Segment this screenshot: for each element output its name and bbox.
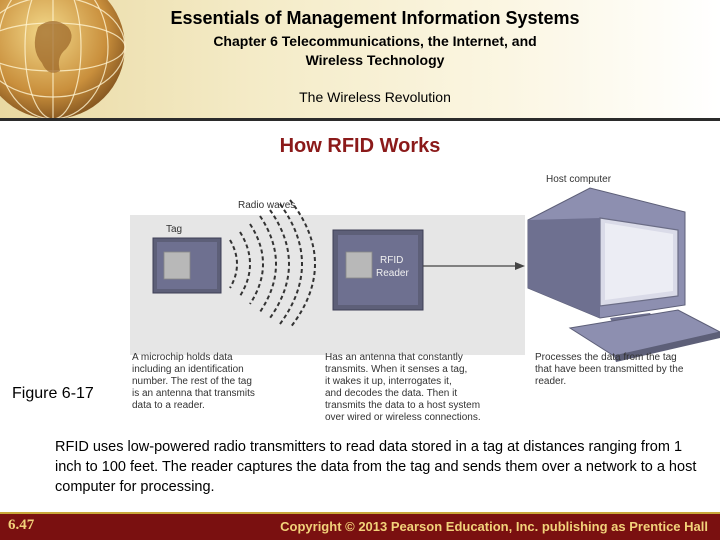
slide-title: How RFID Works: [279, 135, 441, 157]
reader-description: Has an antenna that constantly transmits…: [325, 352, 483, 423]
tag-label: Tag: [166, 224, 182, 235]
figure-label: Figure 6-17: [12, 385, 94, 402]
tag-description: A microchip holds data including an iden…: [132, 352, 258, 411]
tag-description-line: number. The rest of the tag: [132, 376, 252, 387]
reader-description-line: over wired or wireless connections.: [325, 412, 481, 423]
radio-waves-icon: [229, 199, 316, 329]
globe-icon: [0, 0, 126, 120]
chapter-subtitle-line1: Chapter 6 Telecommunications, the Intern…: [213, 33, 537, 49]
host-description-line: reader.: [535, 376, 566, 387]
rfid-diagram: Tag Radio waves RFID Reader Host compute…: [130, 174, 720, 423]
chapter-subtitle-line2: Wireless Technology: [305, 52, 445, 68]
reader-label-line2: Reader: [376, 268, 409, 279]
reader-description-line: transmits. When it senses a tag,: [325, 364, 467, 375]
slide-footer: 6.47 Copyright © 2013 Pearson Education,…: [0, 512, 720, 540]
host-description: Processes the data from the tag that hav…: [535, 352, 686, 387]
copyright-notice: Copyright © 2013 Pearson Education, Inc.…: [280, 519, 708, 534]
page-number: 6.47: [8, 517, 35, 533]
tag-description-line: including an identification: [132, 364, 244, 375]
host-computer-icon: [527, 187, 720, 362]
tag-description-line: data to a reader.: [132, 400, 205, 411]
slide-header: Essentials of Management Information Sys…: [0, 0, 720, 120]
reader-description-line: Has an antenna that constantly: [325, 352, 463, 363]
presentation-title: Essentials of Management Information Sys…: [170, 8, 580, 28]
rfid-reader-icon: [332, 229, 424, 311]
tag-description-line: A microchip holds data: [132, 352, 233, 363]
section-title: The Wireless Revolution: [299, 89, 451, 105]
reader-label-line1: RFID: [380, 255, 403, 266]
arrow-icon: [423, 262, 525, 270]
figure-caption: RFID uses low-powered radio transmitters…: [55, 439, 697, 495]
reader-description-line: it wakes it up, interrogates it,: [325, 376, 452, 387]
host-computer-label: Host computer: [546, 174, 612, 185]
radio-waves-label: Radio waves: [238, 200, 295, 211]
reader-description-line: transmits the data to a host system: [325, 400, 480, 411]
footer-divider: [0, 512, 720, 514]
rfid-tag-icon: [152, 237, 222, 294]
host-description-line: that have been transmitted by the: [535, 364, 684, 375]
header-divider: [0, 118, 720, 121]
chapter-subtitle: Chapter 6 Telecommunications, the Intern…: [0, 32, 720, 70]
tag-description-line: is an antenna that transmits: [132, 388, 255, 399]
host-description-line: Processes the data from the tag: [535, 352, 677, 363]
reader-description-line: and decodes the data. Then it: [325, 388, 457, 399]
